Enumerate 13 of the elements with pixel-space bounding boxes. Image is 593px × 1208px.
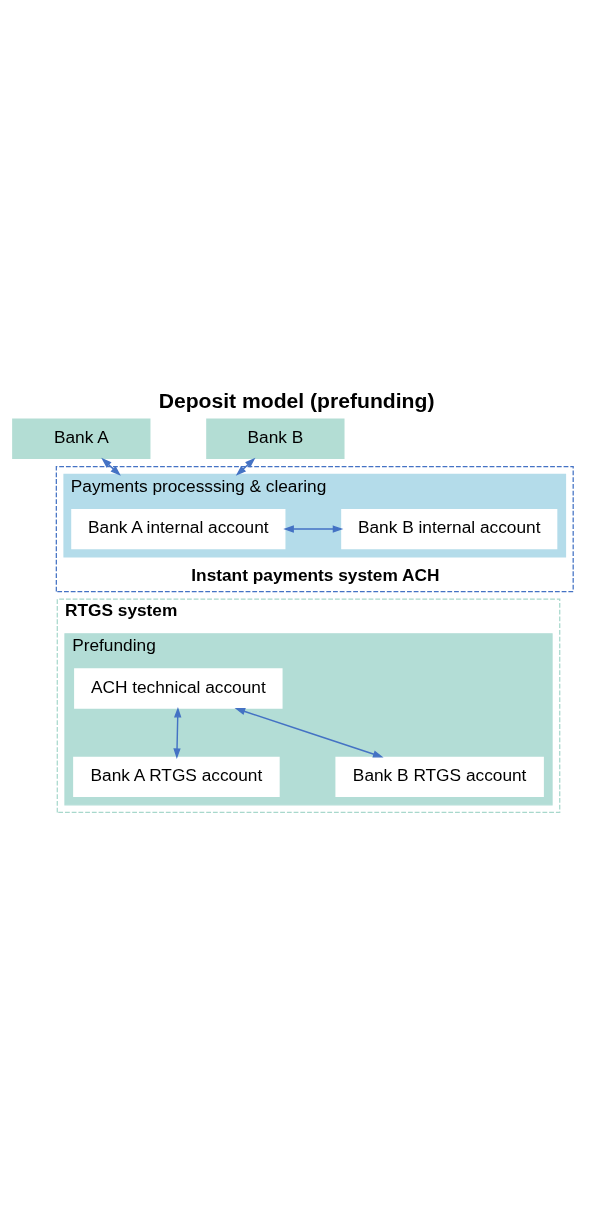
- node-box: Bank B RTGS account: [335, 756, 544, 798]
- node-box: Bank B internal account: [341, 508, 558, 550]
- node-box: Bank A: [12, 418, 151, 459]
- arrow: [173, 706, 182, 759]
- diagram-title: Deposit model (prefunding): [158, 388, 435, 412]
- arrow: [101, 457, 121, 476]
- node-box: Bank A internal account: [71, 508, 286, 550]
- node-box: Bank A RTGS account: [73, 756, 280, 798]
- arrow: [234, 707, 384, 758]
- node-box: ACH technical account: [74, 668, 283, 709]
- node-box: Bank B: [206, 418, 345, 459]
- arrow: [235, 457, 256, 476]
- arrow: [283, 525, 344, 533]
